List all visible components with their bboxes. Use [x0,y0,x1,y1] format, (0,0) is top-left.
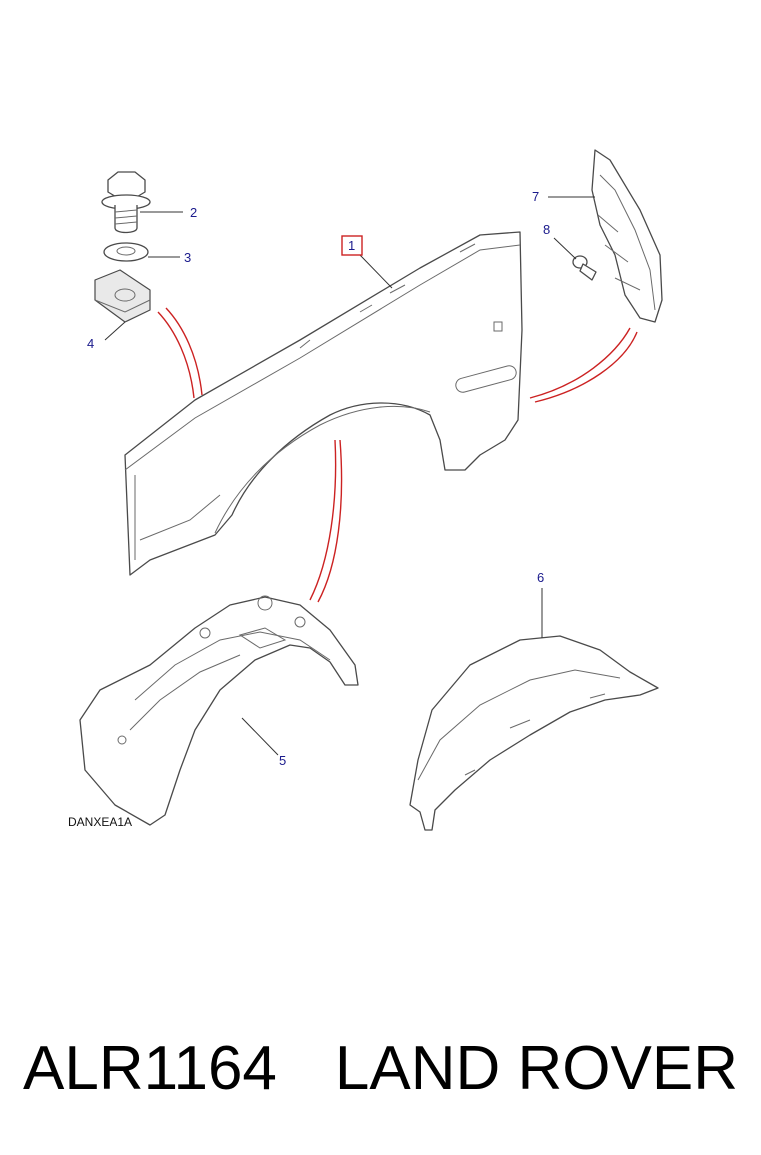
washer-part [103,242,149,262]
flange-bolt-part [101,171,151,234]
callout-8: 8 [543,222,550,237]
callout-2: 2 [190,205,197,220]
brand-name: LAND ROVER [334,1033,739,1103]
front-wheelarch-liner-part [79,595,359,826]
screw-part [572,255,597,281]
footer-title: ALR1164 LAND ROVER [0,1018,761,1118]
exploded-parts-diagram: 1 2 3 4 5 6 7 8 DANXEA1A [68,149,663,831]
connector-lines [157,307,638,603]
leader-lines [104,196,595,756]
callout-4: 4 [87,336,94,351]
callout-1: 1 [348,238,355,253]
rear-wheelarch-liner-part [409,635,659,831]
callout-7: 7 [532,189,539,204]
clip-nut-part [94,269,151,323]
callout-3: 3 [184,250,191,265]
bracket-part [591,149,663,323]
callout-5: 5 [279,753,286,768]
callout-1-highlight-box [341,235,363,256]
part-number: ALR1164 [22,1033,277,1103]
callout-6: 6 [537,570,544,585]
front-fender-part [124,231,523,576]
diagram-reference-code: DANXEA1A [68,815,132,829]
